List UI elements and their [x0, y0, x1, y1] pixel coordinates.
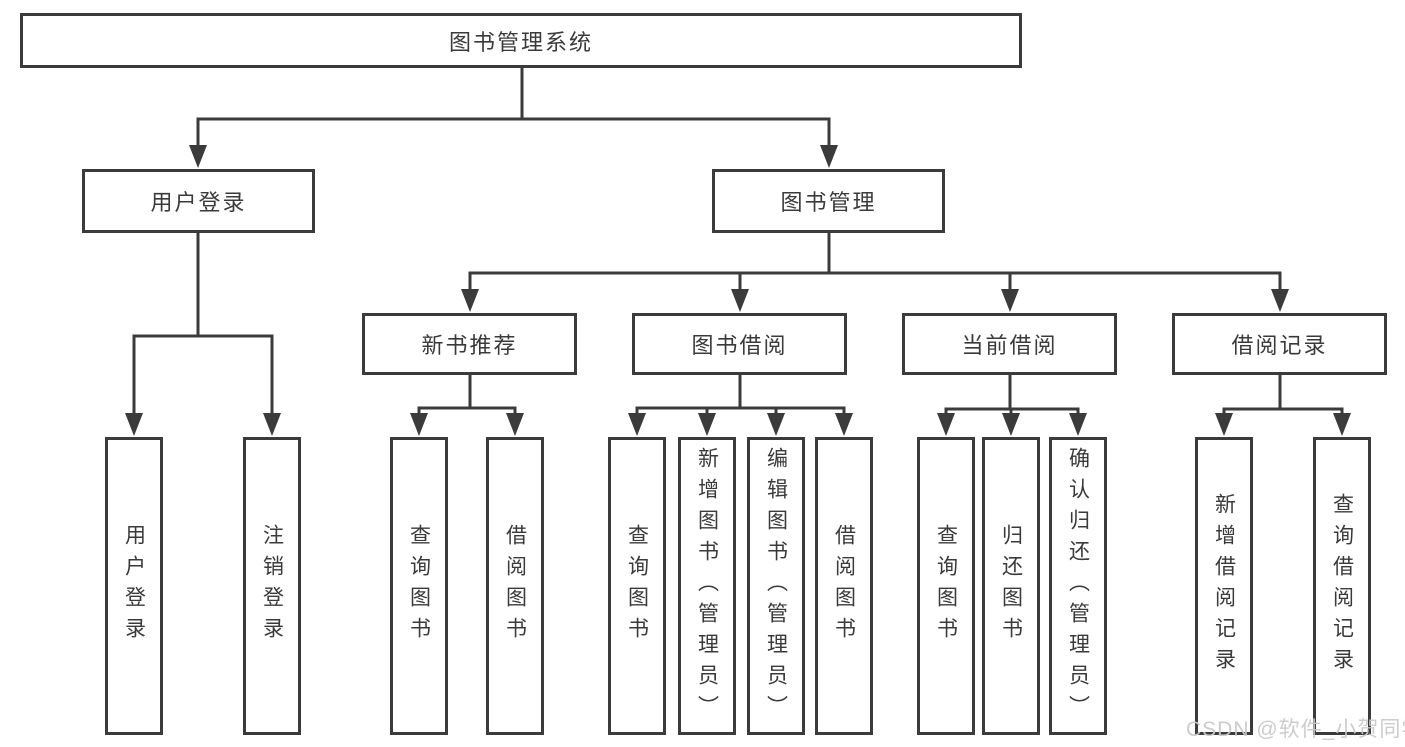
node-user-login: 用户登录: [82, 169, 315, 233]
node-label: 新增图书（管理员）: [695, 446, 719, 726]
node-new-book-recommend: 新书推荐: [362, 313, 577, 375]
arrowheads: [125, 145, 1351, 436]
node-label: 查询图书: [934, 524, 958, 648]
node-label: 归还图书: [999, 524, 1023, 648]
node-label: 注销登录: [260, 524, 284, 648]
node-label: 用户登录: [150, 190, 247, 215]
node-label: 查询图书: [407, 524, 431, 648]
node-root: 图书管理系统: [20, 13, 1022, 68]
leaf-borrow-add-book-admin: 新增图书（管理员）: [678, 437, 736, 735]
leaf-records-search-record: 查询借阅记录: [1313, 437, 1371, 735]
node-label: 借阅记录: [1231, 333, 1328, 358]
leaf-user-login: 用户登录: [105, 437, 163, 735]
leaf-borrow-borrow-book: 借阅图书: [815, 437, 873, 735]
watermark: CSDN @软件_小贺同学: [1186, 718, 1405, 741]
leaf-recommend-borrow-book: 借阅图书: [486, 437, 544, 735]
node-label: 查询图书: [625, 524, 649, 648]
leaf-recommend-search-book: 查询图书: [390, 437, 448, 735]
leaf-logout: 注销登录: [243, 437, 301, 735]
node-label: 当前借阅: [961, 333, 1058, 358]
leaf-current-return-book: 归还图书: [982, 437, 1040, 735]
leaf-current-confirm-return-admin: 确认归还（管理员）: [1049, 437, 1107, 735]
node-label: 新增借阅记录: [1212, 493, 1236, 679]
node-borrow-records: 借阅记录: [1172, 313, 1387, 375]
node-label: 用户登录: [122, 524, 146, 648]
leaf-borrow-search-book: 查询图书: [608, 437, 666, 735]
node-label: 借阅图书: [832, 524, 856, 648]
node-label: 图书借阅: [691, 333, 788, 358]
leaf-records-add-record: 新增借阅记录: [1195, 437, 1253, 735]
node-label: 新书推荐: [421, 333, 518, 358]
node-label: 查询借阅记录: [1330, 493, 1354, 679]
node-book-management: 图书管理: [712, 169, 945, 233]
node-current-borrow: 当前借阅: [902, 313, 1117, 375]
node-label: 确认归还（管理员）: [1066, 446, 1090, 726]
node-label: 编辑图书（管理员）: [764, 446, 788, 726]
leaf-borrow-edit-book-admin: 编辑图书（管理员）: [747, 437, 805, 735]
node-label: 借阅图书: [503, 524, 527, 648]
node-book-borrow: 图书借阅: [632, 313, 847, 375]
leaf-current-search-book: 查询图书: [917, 437, 975, 735]
node-label: 图书管理系统: [448, 29, 593, 55]
node-label: 图书管理: [780, 190, 877, 215]
